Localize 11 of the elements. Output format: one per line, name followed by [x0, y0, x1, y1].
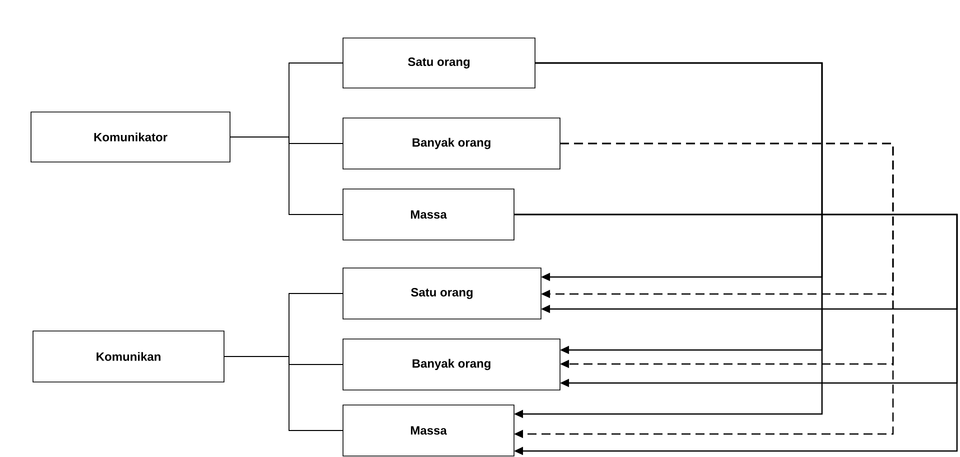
connector	[224, 356, 344, 431]
box: Banyak orang	[342, 118, 560, 170]
box: Satu orang	[342, 268, 542, 320]
box: Banyak orang	[342, 338, 560, 390]
box: Massa	[342, 404, 514, 456]
box: Satu orang	[342, 38, 536, 88]
box: Komunikan	[32, 330, 224, 382]
box: Komunikator	[30, 112, 230, 162]
box: Massa	[342, 188, 514, 240]
connector	[514, 214, 958, 456]
connector	[230, 136, 344, 215]
